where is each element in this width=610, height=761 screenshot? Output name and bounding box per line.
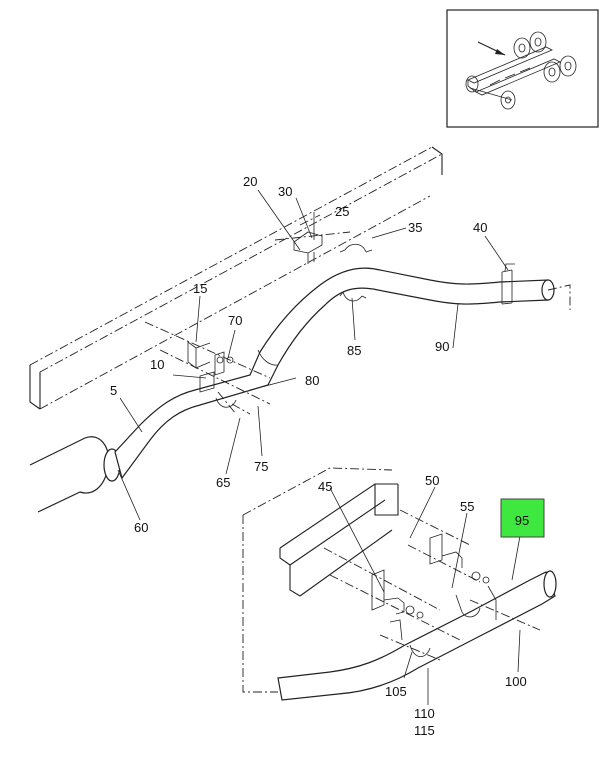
callout-45[interactable]: 45 — [318, 479, 332, 494]
leader-lines — [117, 189, 521, 705]
callouts: 5 10 15 20 25 30 35 40 45 50 55 60 65 70… — [110, 174, 527, 738]
callout-100[interactable]: 100 — [505, 674, 527, 689]
callout-30[interactable]: 30 — [278, 184, 292, 199]
callout-55[interactable]: 55 — [460, 499, 474, 514]
callout-80[interactable]: 80 — [305, 373, 319, 388]
callout-50[interactable]: 50 — [425, 473, 439, 488]
callout-20[interactable]: 20 — [243, 174, 257, 189]
callout-95[interactable]: 95 — [515, 513, 529, 528]
callout-25[interactable]: 25 — [335, 204, 349, 219]
callout-10[interactable]: 10 — [150, 357, 164, 372]
exhaust-pipe-upper — [29, 263, 571, 513]
callout-75[interactable]: 75 — [254, 459, 268, 474]
callout-40[interactable]: 40 — [473, 220, 487, 235]
callout-60[interactable]: 60 — [134, 520, 148, 535]
callout-5[interactable]: 5 — [110, 383, 117, 398]
callout-15[interactable]: 15 — [193, 281, 207, 296]
upper-frame-rail — [29, 146, 443, 410]
lower-frame-rail — [279, 483, 399, 597]
callout-90[interactable]: 90 — [435, 339, 449, 354]
highlight-box[interactable] — [500, 498, 545, 538]
callout-70[interactable]: 70 — [228, 313, 242, 328]
callout-110[interactable]: 110 — [414, 706, 435, 721]
callout-95-highlight[interactable]: 95 — [500, 498, 545, 538]
vehicle-locator-inset — [446, 9, 599, 128]
callout-65[interactable]: 65 — [216, 475, 230, 490]
exhaust-pipe-lower — [242, 467, 557, 701]
callout-35[interactable]: 35 — [408, 220, 422, 235]
upper-brackets — [144, 214, 373, 415]
callout-85[interactable]: 85 — [347, 343, 361, 358]
callout-105[interactable]: 105 — [385, 684, 407, 699]
callout-115[interactable]: 115 — [414, 723, 435, 738]
